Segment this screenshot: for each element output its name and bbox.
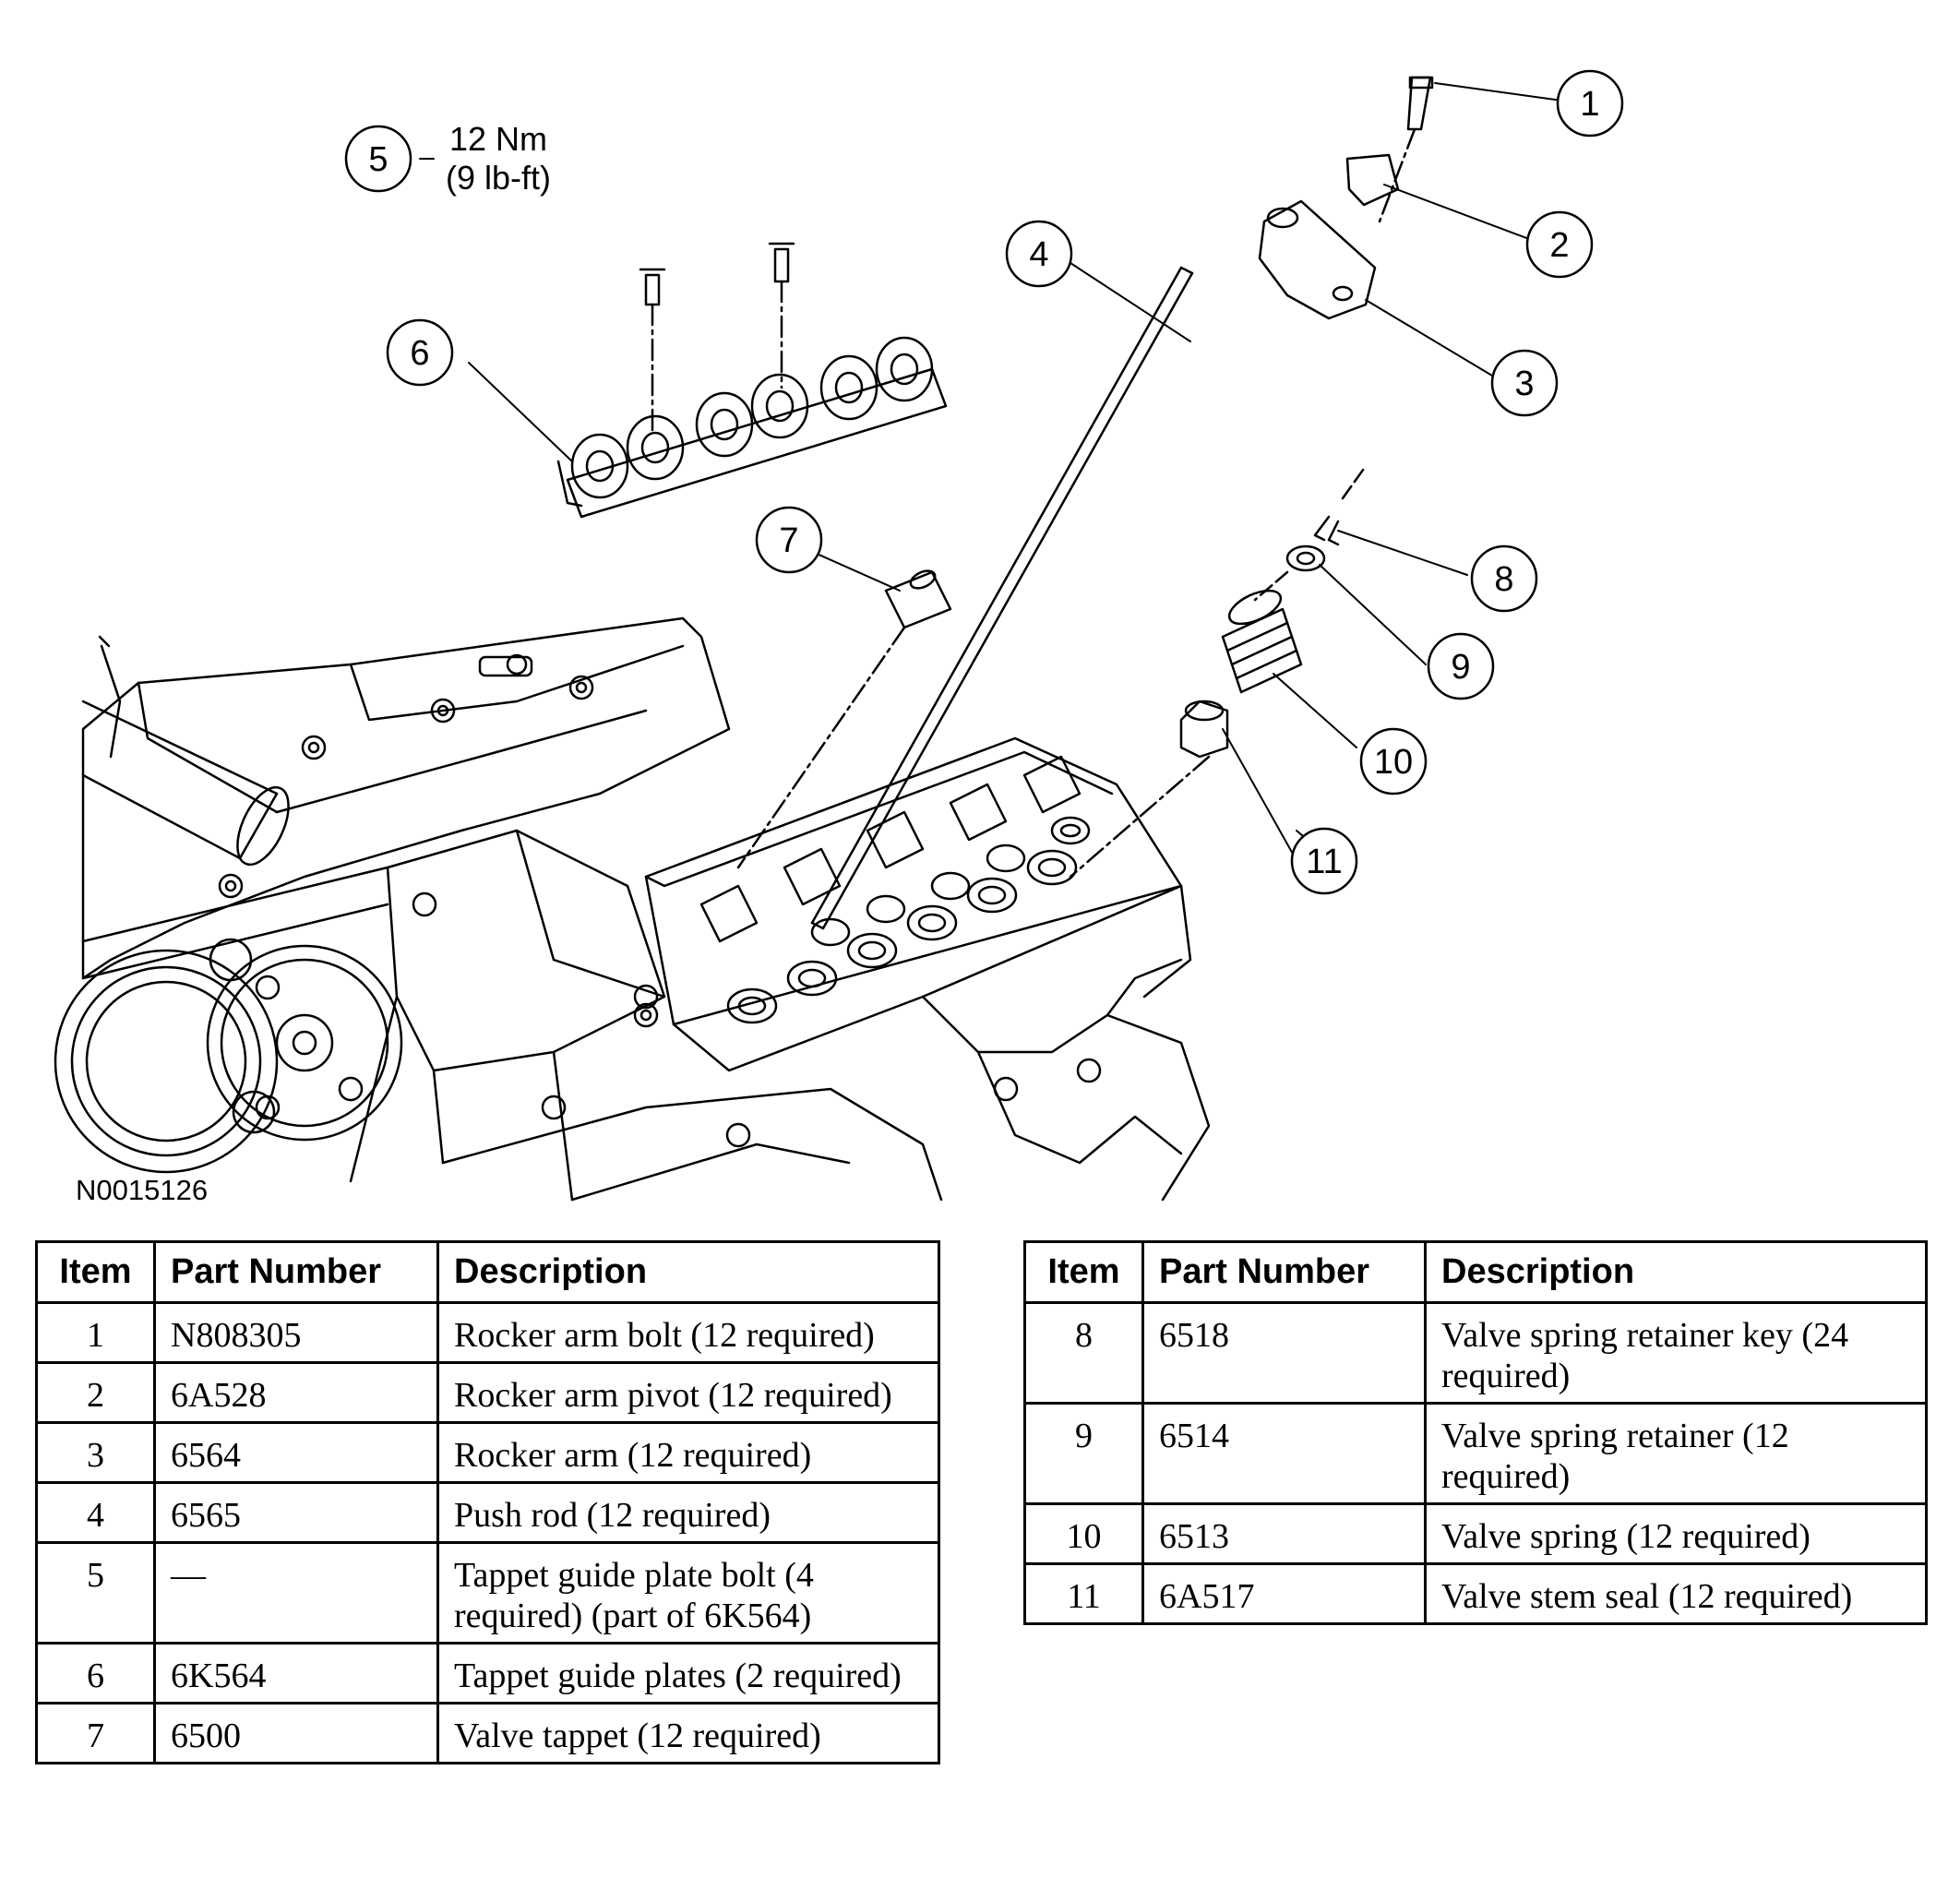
item-cell: 9	[1023, 1402, 1144, 1505]
callout-11-circle	[1290, 827, 1358, 895]
callout-6: 6	[410, 334, 429, 373]
callout-10: 10	[1374, 743, 1413, 782]
item-cell: 4	[35, 1481, 156, 1544]
callout-4: 4	[1029, 235, 1048, 274]
description-cell: Tappet guide plate bolt (4 required) (pa…	[436, 1541, 940, 1645]
callout-6-circle	[386, 318, 454, 387]
table-header-row: Item Part Number Description	[35, 1240, 940, 1304]
header-part-number: Part Number	[1141, 1240, 1427, 1304]
part-number-cell: 6K564	[153, 1642, 439, 1705]
table-row: 8 6518 Valve spring retainer key (24 req…	[1023, 1301, 1928, 1405]
description-cell: Rocker arm (12 required)	[436, 1421, 940, 1484]
engine-block-drawing	[54, 616, 1211, 1202]
spring-pocket-row	[726, 816, 1091, 1024]
header-description: Description	[436, 1240, 940, 1304]
callout-11: 11	[1306, 843, 1342, 881]
item-cell: 5	[35, 1541, 156, 1645]
leader-lines	[419, 82, 1570, 857]
table-row: 4 6565 Push rod (12 required)	[35, 1481, 940, 1544]
push-rod-drawing	[810, 266, 1194, 930]
table-row: 7 6500 Valve tappet (12 required)	[35, 1702, 940, 1764]
part-number-cell: 6514	[1141, 1402, 1427, 1505]
callout-7-circle	[755, 506, 823, 574]
parts-table-right: Item Part Number Description 8 6518 Valv…	[1023, 1240, 1928, 1625]
tappet-guide-plate-drawing	[556, 336, 948, 519]
table-row: 1 N808305 Rocker arm bolt (12 required)	[35, 1301, 940, 1364]
callout-5-circle	[344, 125, 412, 193]
callout-7: 7	[779, 521, 798, 560]
part-number-cell: 6564	[153, 1421, 439, 1484]
torque-nm: 12 Nm	[449, 120, 547, 158]
description-cell: Valve spring retainer key (24 required)	[1424, 1301, 1928, 1405]
part-number-cell: 6518	[1141, 1301, 1427, 1405]
torque-lbft: (9 lb-ft)	[446, 159, 551, 197]
item-cell: 2	[35, 1361, 156, 1424]
callout-1-circle	[1556, 69, 1624, 138]
item-cell: 11	[1023, 1562, 1144, 1625]
callout-10-circle	[1359, 727, 1428, 795]
description-cell: Valve stem seal (12 required)	[1424, 1562, 1928, 1625]
header-description: Description	[1424, 1240, 1928, 1304]
item-cell: 1	[35, 1301, 156, 1364]
part-number-cell: N808305	[153, 1301, 439, 1364]
item-cell: 10	[1023, 1502, 1144, 1565]
valvetrain-diagram: 12 Nm (9 lb-ft) 1 2 3 4 5 6 7 8 9 10 11 …	[54, 69, 1624, 1206]
callout-2-circle	[1525, 210, 1594, 279]
callout-8: 8	[1494, 560, 1513, 599]
callout-9: 9	[1451, 648, 1470, 687]
callout-4-circle	[1005, 220, 1073, 288]
table-row: 2 6A528 Rocker arm pivot (12 required)	[35, 1361, 940, 1424]
item-cell: 6	[35, 1642, 156, 1705]
valve-spring-assembly-drawing	[1069, 464, 1368, 879]
callout-9-circle	[1427, 632, 1495, 700]
header-item: Item	[35, 1240, 156, 1304]
valve-tappet-drawing	[736, 569, 952, 869]
part-number-cell: —	[153, 1541, 439, 1645]
callout-1: 1	[1580, 85, 1599, 124]
part-number-cell: 6A517	[1141, 1562, 1427, 1625]
description-cell: Rocker arm bolt (12 required)	[436, 1301, 940, 1364]
description-cell: Valve spring retainer (12 required)	[1424, 1402, 1928, 1505]
description-cell: Rocker arm pivot (12 required)	[436, 1361, 940, 1424]
item-cell: 7	[35, 1702, 156, 1764]
table-row: 3 6564 Rocker arm (12 required)	[35, 1421, 940, 1484]
table-row: 9 6514 Valve spring retainer (12 require…	[1023, 1402, 1928, 1505]
guide-plate-bolt-drawing	[639, 242, 795, 436]
callout-2: 2	[1549, 226, 1569, 265]
part-number-cell: 6513	[1141, 1502, 1427, 1565]
part-number-cell: 6565	[153, 1481, 439, 1544]
table-row: 6 6K564 Tappet guide plates (2 required)	[35, 1642, 940, 1705]
item-cell: 3	[35, 1421, 156, 1484]
callout-3-circle	[1490, 349, 1559, 417]
callout-5: 5	[368, 140, 388, 179]
table-row: 11 6A517 Valve stem seal (12 required)	[1023, 1562, 1928, 1625]
header-part-number: Part Number	[153, 1240, 439, 1304]
table-row: 10 6513 Valve spring (12 required)	[1023, 1502, 1928, 1565]
callout-8-circle	[1470, 544, 1538, 613]
table-header-row: Item Part Number Description	[1023, 1240, 1928, 1304]
description-cell: Push rod (12 required)	[436, 1481, 940, 1544]
description-cell: Tappet guide plates (2 required)	[436, 1642, 940, 1705]
parts-table-left: Item Part Number Description 1 N808305 R…	[35, 1240, 940, 1764]
header-item: Item	[1023, 1240, 1144, 1304]
description-cell: Valve spring (12 required)	[1424, 1502, 1928, 1565]
part-number-cell: 6A528	[153, 1361, 439, 1424]
callout-3: 3	[1514, 365, 1534, 403]
torque-spec: 12 Nm (9 lb-ft)	[446, 120, 551, 197]
part-number-cell: 6500	[153, 1702, 439, 1764]
description-cell: Valve tappet (12 required)	[436, 1702, 940, 1764]
item-cell: 8	[1023, 1301, 1144, 1405]
rocker-arm-drawing	[1258, 76, 1434, 320]
figure-id: N0015126	[76, 1174, 208, 1206]
table-row: 5 — Tappet guide plate bolt (4 required)…	[35, 1541, 940, 1645]
